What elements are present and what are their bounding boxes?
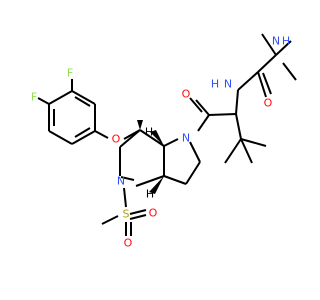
atom-o-sulfonyl-right: O	[149, 207, 158, 220]
atom-labels: F F O H N H N S O O O N H O N H	[31, 35, 290, 250]
atom-f-left: F	[31, 91, 37, 104]
atom-h-ring-bottom: H	[146, 188, 154, 201]
amide-side-chain	[189, 33, 297, 164]
atom-n-amine: N	[272, 35, 280, 48]
atom-f-top: F	[67, 67, 73, 80]
molecule-structure: F F O H N H N S O O O N H O N H	[31, 33, 297, 250]
atom-h-amine: H	[282, 35, 290, 48]
atom-n-ring-right: N	[182, 132, 190, 145]
difluorophenyl-ring	[48, 90, 96, 145]
sulfonyl-group	[101, 187, 147, 236]
bond-c-f-left	[37, 97, 50, 105]
atom-o-amide-right: O	[264, 97, 273, 110]
stereo-wedges	[137, 120, 164, 194]
bicyclic-core	[119, 129, 201, 187]
atom-o-amide-left: O	[182, 88, 191, 101]
atom-o-sulfonyl-bottom: O	[124, 237, 133, 250]
bond-aryl-o	[94, 130, 109, 139]
atom-n-ring-left: N	[117, 175, 125, 188]
atom-h-amide: H	[211, 78, 219, 91]
atom-s-sulfonyl: S	[123, 208, 130, 221]
atom-h-ring-top: H	[145, 126, 153, 139]
atom-n-amide: N	[224, 78, 232, 91]
atom-o-ether: O	[112, 133, 121, 146]
